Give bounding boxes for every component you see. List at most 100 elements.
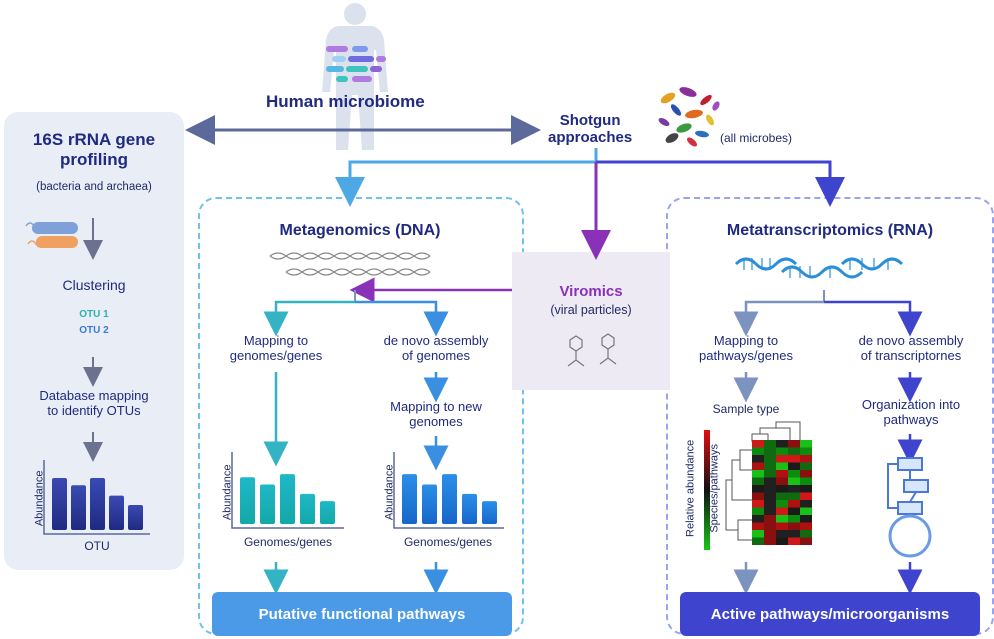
heatmap-cell [752,462,764,470]
heatmap-cell [776,447,788,455]
mg1-ylabel: Abundance [221,464,234,521]
mapping-pathways-label: Mapping to pathways/genes [699,333,793,363]
bar-3 [280,474,295,524]
all-microbes-label: (all microbes) [720,131,793,145]
metatranscriptomics-title: Metatranscriptomics (RNA) [726,222,934,239]
metagenomics-arrows [263,290,449,595]
heatmap-cell [800,500,812,508]
heatmap-cell [752,440,764,448]
heatmap-cell [752,470,764,478]
shotgun-label: Shotgun approaches [548,112,633,147]
bar-1 [402,474,417,524]
heatmap-cell [788,485,800,493]
virus-icon [567,333,617,367]
heatmap-cell [788,500,800,508]
denovo-bars [402,474,497,524]
organization-label: Organization into pathways [861,397,961,427]
heatmap-cell [800,522,812,530]
sample-type-label: Sample type [712,402,780,416]
bar-5 [320,501,335,524]
bar-5 [482,501,497,524]
heatmap-cell [764,530,776,538]
rrna16s-ylabel: Abundance [33,470,46,527]
heatmap-cell [764,500,776,508]
heatmap-cell [776,470,788,478]
denovo-genomes-label: de novo assembly of genomes [383,333,489,363]
otu1-label: OTU 1 [79,309,109,320]
heatmap-cell [776,440,788,448]
heatmap-cell [752,507,764,515]
heatmap-cell [788,530,800,538]
bar-3 [442,474,457,524]
heatmap-ylabel-species: Species/pathways [708,443,721,533]
rrna16s-subtitle: (bacteria and archaea) [36,181,152,193]
heatmap-cell [752,455,764,463]
bar-3 [90,478,105,530]
heatmap-cell [764,492,776,500]
metagenomics-chart-axes [231,452,504,529]
heatmap-cell [752,492,764,500]
mg2-ylabel: Abundance [383,464,396,521]
viromics-title: Viromics [559,283,623,300]
human-microbiome-label: Human microbiome [266,92,425,111]
bar-4 [109,495,124,530]
heatmap-cell [752,522,764,530]
heatmap-cell [764,440,776,448]
metagenomics-title: Metagenomics (DNA) [279,222,441,239]
mg1-xlabel: Genomes/genes [243,535,333,549]
heatmap-cell [752,530,764,538]
rrna16s-xlabel: OTU [84,539,110,553]
bar-1 [240,477,255,524]
mapping-bars [240,474,335,524]
rrna16s-title: 16S rRNA gene profiling [32,130,156,169]
heatmap-cell [788,455,800,463]
heatmap-cell [788,507,800,515]
heatmap-dendrogram [725,421,801,541]
heatmap [752,440,812,545]
database-mapping-label: Database mapping to identify OTUs [39,388,149,418]
heatmap-cell [800,492,812,500]
mapping-new-genomes-label: Mapping to new genomes [390,399,482,429]
bar-1 [52,478,67,530]
heatmap-cell [764,522,776,530]
putative-pathways-banner: Putative functional pathways [212,592,512,636]
heatmap-cell [800,485,812,493]
heatmap-cell [764,470,776,478]
heatmap-cell [800,537,812,545]
microbes-icon [658,87,720,147]
heatmap-cell [788,447,800,455]
dna-icon [269,252,431,276]
heatmap-cell [752,515,764,523]
heatmap-cell [776,477,788,485]
bar-5 [128,505,143,530]
heatmap-ylabel-abundance: Relative abundance [684,439,697,537]
viromics-subtitle: (viral particles) [550,303,632,317]
heatmap-cell [776,537,788,545]
heatmap-cell [788,470,800,478]
heatmap-cell [776,500,788,508]
heatmap-cell [788,462,800,470]
rrna16s-chart-axes [43,460,150,535]
active-pathways-banner: Active pathways/microorganisms [680,592,980,636]
heatmap-cell [752,447,764,455]
viromics-panel [512,252,670,390]
heatmap-cell [788,522,800,530]
heatmap-cell [800,462,812,470]
denovo-transcriptomes-label: de novo assembly of transcriptornes [858,333,964,363]
heatmap-cell [788,440,800,448]
bar-2 [260,484,275,524]
heatmap-cell [800,440,812,448]
heatmap-cell [764,447,776,455]
rrna16s-bars [52,478,143,530]
heatmap-cell [764,477,776,485]
heatmap-cell [752,537,764,545]
heatmap-cell [776,455,788,463]
heatmap-cell [788,492,800,500]
rna-icon [734,257,904,279]
bar-4 [462,493,477,524]
heatmap-cell [764,485,776,493]
heatmap-cell [800,477,812,485]
bacteria-icon [25,222,78,248]
heatmap-cell [800,507,812,515]
